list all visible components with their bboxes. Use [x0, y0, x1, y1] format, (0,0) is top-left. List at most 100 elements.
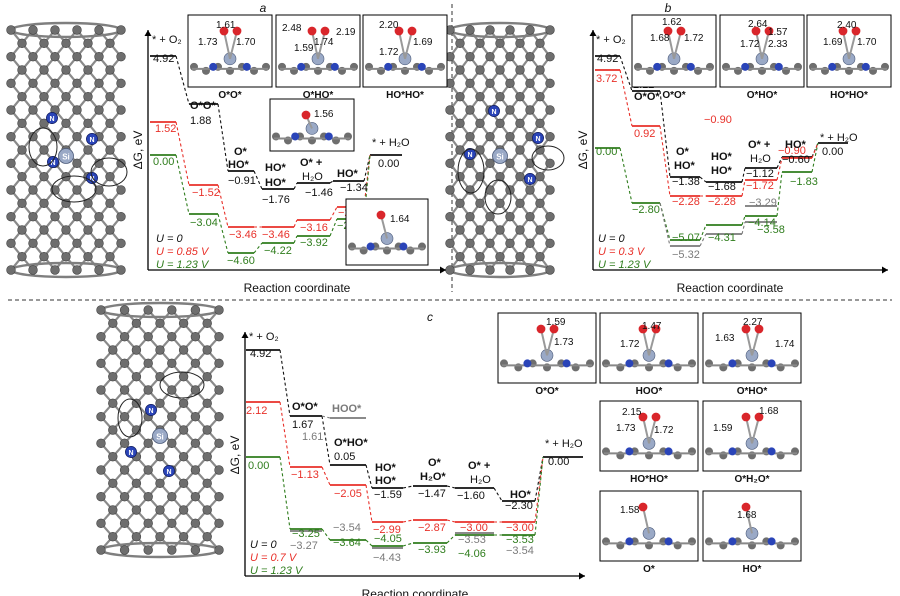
- connector-line: [619, 55, 633, 92]
- carbon-atom: [202, 451, 212, 462]
- carbon-atom: [131, 478, 142, 489]
- connector-line: [659, 125, 671, 197]
- carbon-atom: [108, 371, 118, 382]
- carbon-atom: [28, 51, 38, 62]
- carbon-atom: [39, 65, 49, 75]
- carbon-atom: [495, 118, 505, 129]
- highlight-ellipse: [28, 127, 58, 167]
- highlight-ellipse: [457, 148, 485, 194]
- legend-entry: U = 0: [250, 539, 277, 551]
- species-label: HO*: [228, 159, 250, 171]
- bond: [223, 30, 231, 60]
- bond: [848, 30, 857, 60]
- value-u2: −3.93: [418, 544, 446, 556]
- nitrogen-atom: [297, 62, 306, 71]
- carbon-atom: [475, 225, 485, 235]
- carbon-atom: [505, 131, 515, 142]
- carbon-atom: [202, 425, 212, 435]
- carbon-atom: [6, 51, 16, 62]
- inset-caption: HO*HO*: [630, 474, 668, 485]
- carbon-atom: [96, 331, 106, 342]
- highlight-ellipse: [159, 371, 205, 399]
- carbon-atom: [535, 65, 545, 75]
- carbon-atom: [475, 251, 485, 262]
- connector-line: [659, 90, 671, 178]
- oxygen-atom: [407, 26, 417, 36]
- carbon-atom: [17, 198, 27, 209]
- y-axis-arrow: [241, 332, 249, 338]
- carbon-atom: [28, 211, 38, 222]
- nitrogen-atom: [861, 62, 870, 71]
- carbon-atom: [61, 38, 71, 49]
- carbon-atom: [167, 545, 177, 555]
- bond-length-label: 1.70: [236, 37, 256, 48]
- carbon-atom: [72, 238, 82, 249]
- value-u1: 0.92: [634, 128, 655, 140]
- carbon-atom: [455, 225, 465, 235]
- oxygen-atom: [219, 26, 229, 36]
- carbon-atom: [495, 225, 505, 235]
- carbon-atom: [190, 545, 201, 555]
- carbon-atom: [6, 25, 16, 35]
- carbon-atom: [178, 451, 189, 462]
- nitrogen-atom: [664, 537, 673, 546]
- species-label: O*: [676, 146, 690, 158]
- carbon-atom: [105, 145, 115, 155]
- bond-length-label: 1.61: [216, 20, 236, 31]
- bond: [648, 328, 657, 356]
- nitrogen-atom: [399, 242, 408, 251]
- nitrogen-atom: [209, 62, 218, 71]
- carbon-atom: [525, 185, 535, 195]
- carbon-atom: [214, 518, 224, 529]
- carbon-atom: [445, 211, 455, 222]
- carbon-atom: [72, 25, 82, 35]
- nitrogen-atom: [125, 446, 137, 458]
- carbon-atom: [108, 318, 118, 329]
- nitrogen-atom: [488, 105, 500, 117]
- legend-entry: U = 1.23 V: [250, 565, 304, 577]
- carbon-atom: [515, 225, 525, 235]
- carbon-atom: [39, 225, 49, 235]
- panel-letter: c: [427, 310, 433, 324]
- value-u1: 1.52: [155, 123, 176, 135]
- nitrogen-atom: [767, 537, 776, 546]
- carbon-atom: [495, 171, 505, 182]
- carbon-atom: [505, 265, 515, 275]
- carbon-atom: [515, 251, 525, 262]
- connector-line: [365, 484, 373, 523]
- carbon-atom: [116, 265, 126, 275]
- carbon-atom: [445, 185, 455, 195]
- nitrogen-atom: [767, 447, 776, 456]
- bond-length-label: 1.63: [715, 333, 735, 344]
- carbon-atom: [6, 238, 16, 249]
- tube-rim: [9, 261, 123, 279]
- tube-rim: [99, 301, 221, 319]
- nitrogen-atom: [324, 132, 333, 141]
- y-axis-label: ΔG, eV: [131, 131, 145, 170]
- bond: [642, 328, 650, 356]
- atom-label: N: [166, 469, 171, 476]
- x-axis-label: Reaction coordinate: [362, 587, 469, 596]
- bond: [540, 328, 548, 356]
- inset-caption: HO*HO*: [830, 90, 868, 101]
- bond-length-label: 1.73: [616, 423, 636, 434]
- atom-label: N: [467, 152, 472, 159]
- carbon-atom: [50, 51, 60, 62]
- structure-inset: 1.58O*: [599, 490, 699, 575]
- species-label: H₂O: [470, 474, 491, 486]
- structure-inset: 1.56: [269, 98, 355, 152]
- connector-line: [293, 219, 298, 228]
- carbon-atom: [465, 78, 475, 89]
- carbon-atom: [131, 318, 142, 329]
- carbon-atom: [178, 345, 189, 355]
- connector-line: [699, 233, 707, 247]
- carbon-atom: [505, 238, 515, 249]
- carbon-atom: [465, 51, 475, 62]
- carbon-atom: [485, 211, 495, 222]
- species-label: O* +: [748, 139, 770, 151]
- connector-line: [741, 221, 746, 235]
- carbon-atom: [214, 438, 224, 449]
- nitrogen-atom: [562, 359, 571, 368]
- carbon-atom: [190, 331, 201, 342]
